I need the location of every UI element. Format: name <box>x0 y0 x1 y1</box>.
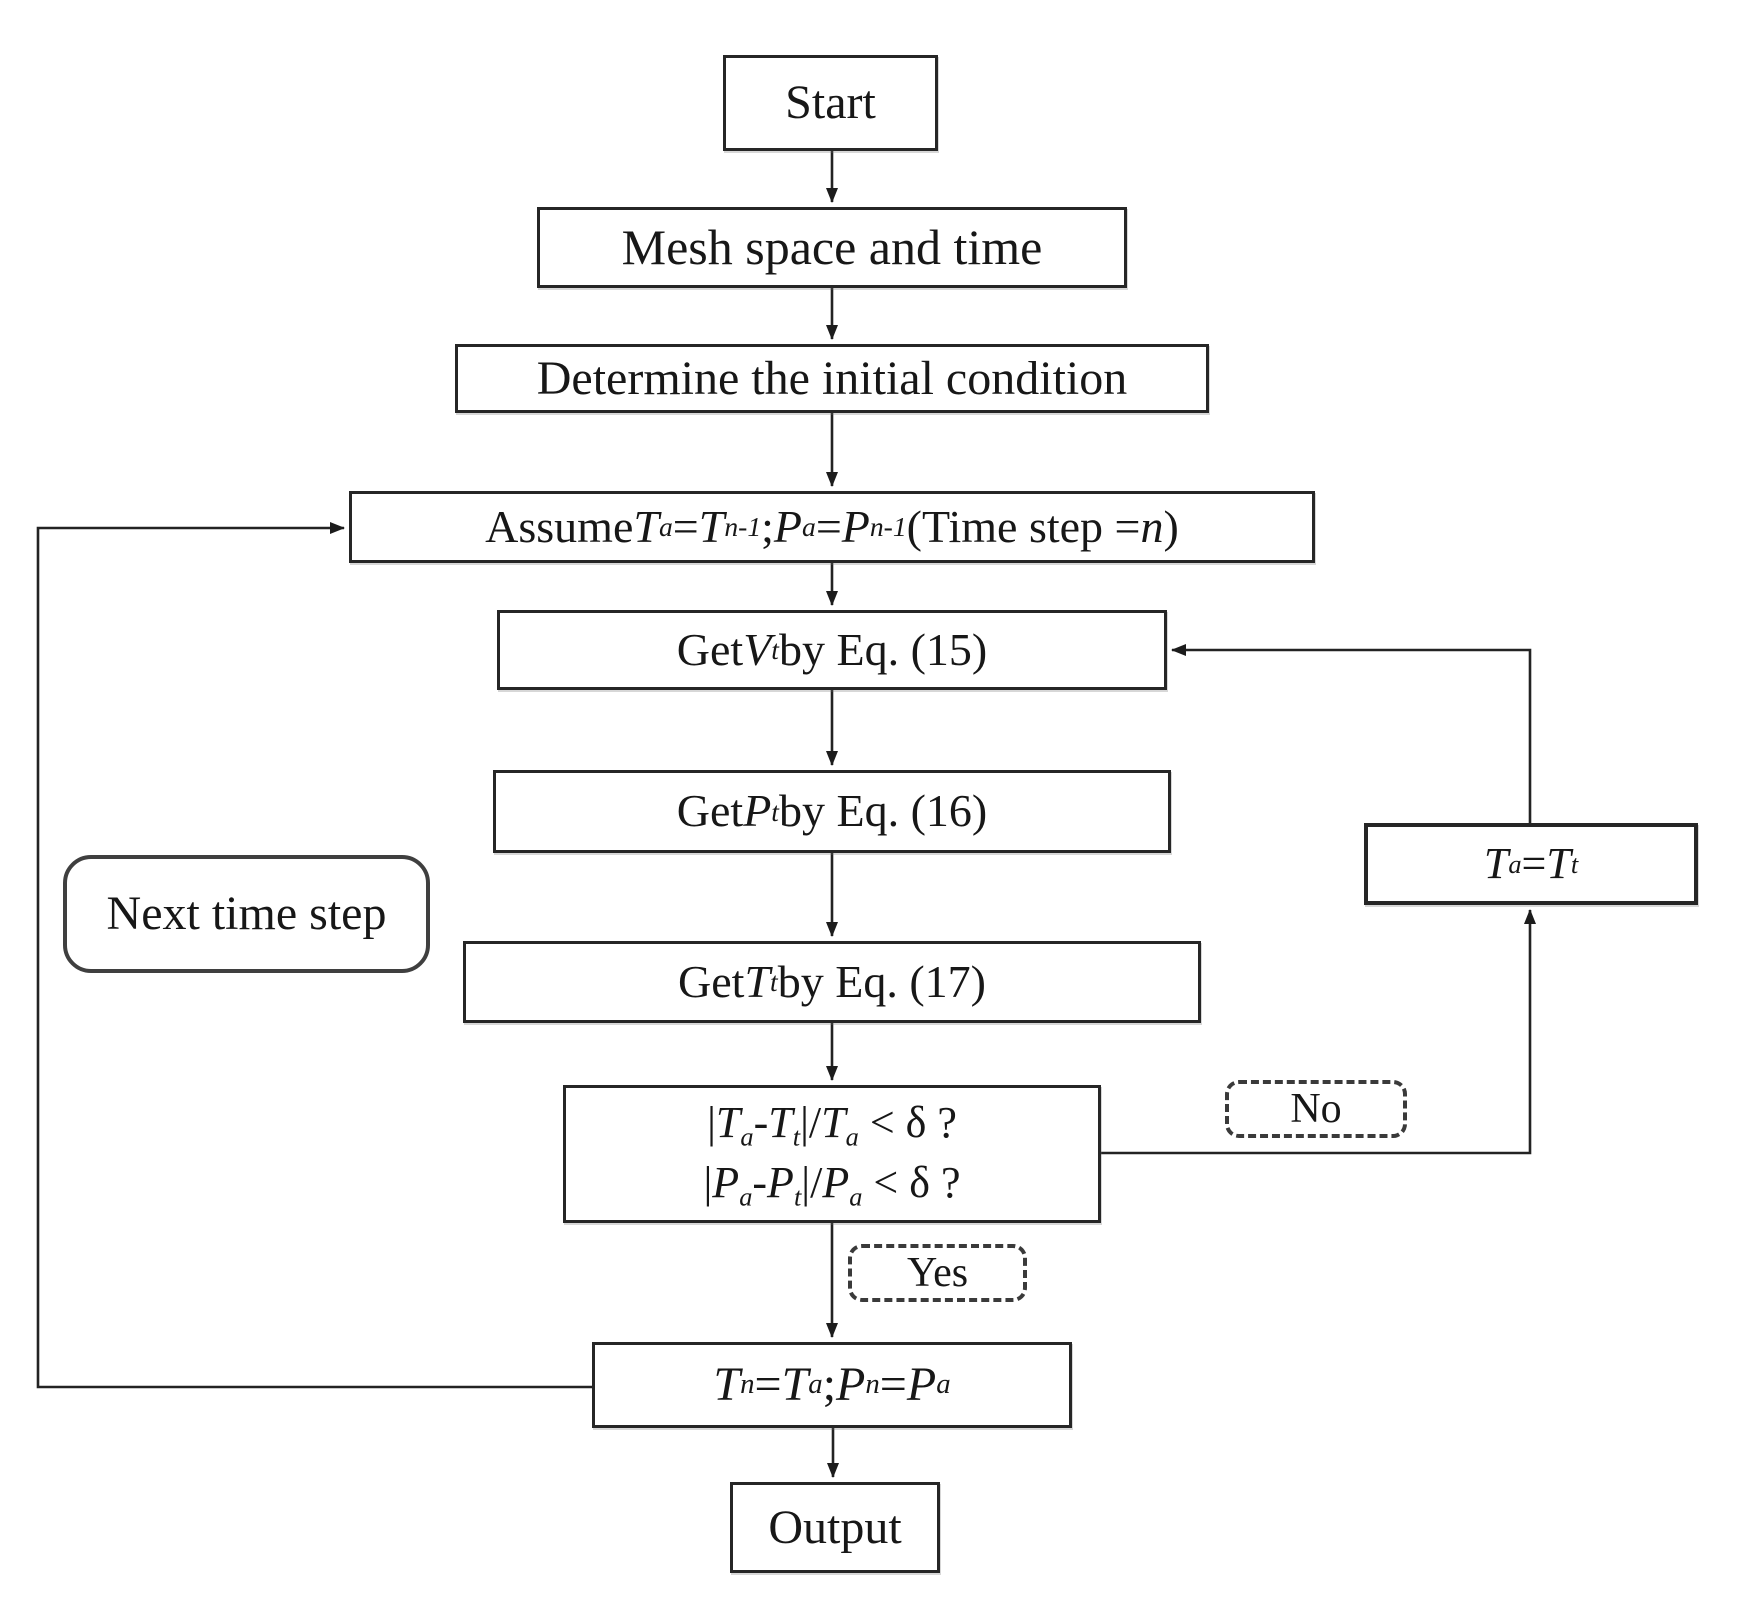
node-initial-condition: Determine the initial condition <box>455 344 1209 413</box>
node-start: Start <box>723 55 938 151</box>
node-mesh-space-time: Mesh space and time <box>537 207 1127 288</box>
node-output: Output <box>730 1482 940 1573</box>
label-next-time-step: Next time step <box>63 855 430 973</box>
condition-temperature: |Ta-Tt|/Ta < δ ? <box>707 1097 957 1152</box>
node-convergence-check: |Ta-Tt|/Ta < δ ? |Pa-Pt|/Pa < δ ? <box>563 1085 1101 1223</box>
label-yes: Yes <box>848 1244 1027 1302</box>
condition-pressure: |Pa-Pt|/Pa < δ ? <box>703 1158 961 1212</box>
convergence-conditions: |Ta-Tt|/Ta < δ ? |Pa-Pt|/Pa < δ ? <box>703 1094 960 1215</box>
label-no: No <box>1225 1080 1407 1138</box>
edge-update-getv <box>1171 644 1532 823</box>
